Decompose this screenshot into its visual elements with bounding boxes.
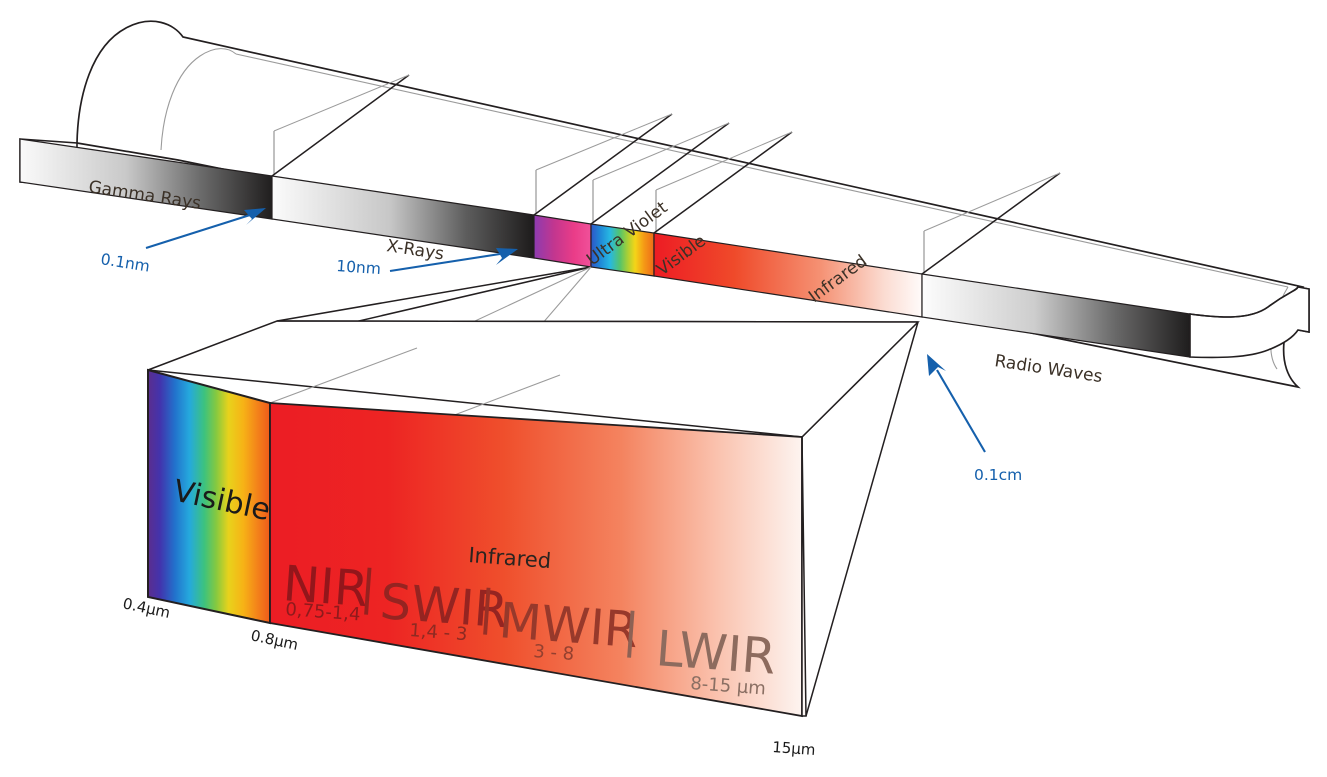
subband-separator-3: | <box>621 603 641 659</box>
divider-ir-radio <box>921 172 1061 275</box>
detail-panel: Visible Infrared NIR 0,75-1,4 | SWIR 1,4… <box>121 320 920 759</box>
divider-gamma-xray <box>271 74 410 177</box>
subband-label-lwir: LWIR <box>654 620 778 686</box>
callout-0-1nm: 0.1nm <box>99 208 266 276</box>
tick-label-15um: 15µm <box>772 738 816 759</box>
subband-label-nir: NIR <box>281 555 370 618</box>
curl-edge-right-top <box>1189 286 1299 318</box>
callouts: 0.1nm 10nm 0.1cm <box>99 208 1022 484</box>
band-ultra-violet <box>533 214 592 268</box>
divider-visible-ir-back <box>655 131 793 191</box>
divider-gamma-xray-back <box>273 74 410 132</box>
divider-xray-uv <box>533 113 673 216</box>
callout-10nm-label: 10nm <box>336 257 382 278</box>
slab-fold-line <box>235 53 1289 288</box>
subband-range-swir: 1,4 - 3 <box>409 620 468 645</box>
detail-right-face <box>801 436 807 717</box>
divider-xray-uv-back <box>535 113 673 171</box>
callout-0-1nm-arrowhead <box>244 208 266 225</box>
top-spectrum-slab: Gamma Rays X-Rays Radio Waves Ultra Viol… <box>19 20 1310 389</box>
callout-0-1cm-arrowhead <box>927 354 946 376</box>
detail-guide-1 <box>269 347 418 404</box>
callout-0-1cm: 0.1cm <box>927 354 1022 484</box>
callout-0-1cm-leader <box>936 369 986 453</box>
callout-10nm-leader <box>389 252 501 273</box>
band-label-radio-waves: Radio Waves <box>993 351 1104 387</box>
divider-uv-visible-back <box>592 122 730 181</box>
callout-10nm: 10nm <box>336 248 518 278</box>
detail-top-face <box>147 320 920 438</box>
slab-fold-left <box>160 48 237 151</box>
callout-0-1cm-label: 0.1cm <box>974 466 1022 484</box>
divider-ir-radio-back <box>923 172 1061 232</box>
callout-10nm-arrowhead <box>496 248 518 265</box>
tick-label-0-8um: 0.8µm <box>249 626 300 654</box>
subband-label-swir: SWIR <box>378 573 510 639</box>
callout-0-1nm-label: 0.1nm <box>99 250 151 276</box>
projection-line-right-lower <box>805 321 919 717</box>
subband-label-mwir: MWIR <box>497 592 640 659</box>
subband-range-mwir: 3 - 8 <box>533 641 575 665</box>
subband-separator-2: | <box>477 580 497 636</box>
projection-line-left-upper <box>276 266 592 322</box>
divider-uv-visible <box>590 122 730 225</box>
callout-0-1nm-leader <box>145 213 251 250</box>
divider-visible-ir <box>653 131 793 234</box>
subband-separator-1: | <box>358 560 378 616</box>
